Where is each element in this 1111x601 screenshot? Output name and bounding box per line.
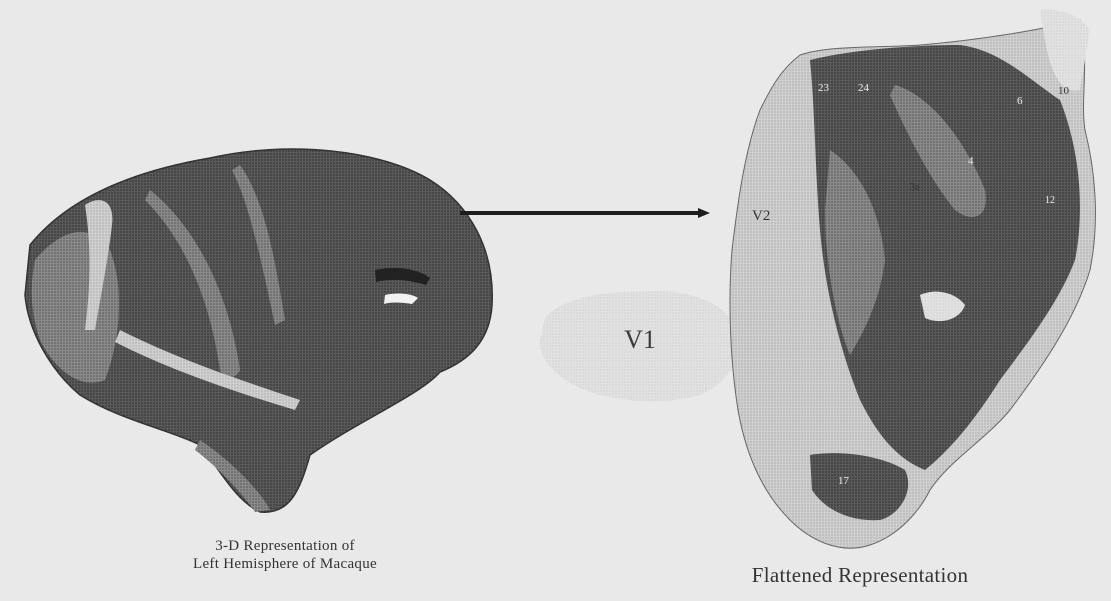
v2-label: V2 [752,208,770,225]
right-caption: Flattened Representation [715,563,1005,588]
hemisphere-3d [25,149,492,512]
area-label-12: 12 [1045,195,1055,206]
area-label-23: 23 [818,82,829,94]
area-label-10: 10 [1058,85,1069,97]
left-caption-line2: Left Hemisphere of Macaque [120,555,450,573]
area-label-17: 17 [838,475,849,487]
left-caption-line1: 3-D Representation of [120,537,450,555]
area-label-6: 6 [1017,95,1023,107]
area-label-24: 24 [858,82,869,94]
area-label-3a: 3a [910,182,919,193]
flattened-map [730,10,1095,549]
area-label-4: 4 [968,155,974,167]
v1-label: V1 [600,325,680,355]
left-caption: 3-D Representation of Left Hemisphere of… [120,537,450,573]
